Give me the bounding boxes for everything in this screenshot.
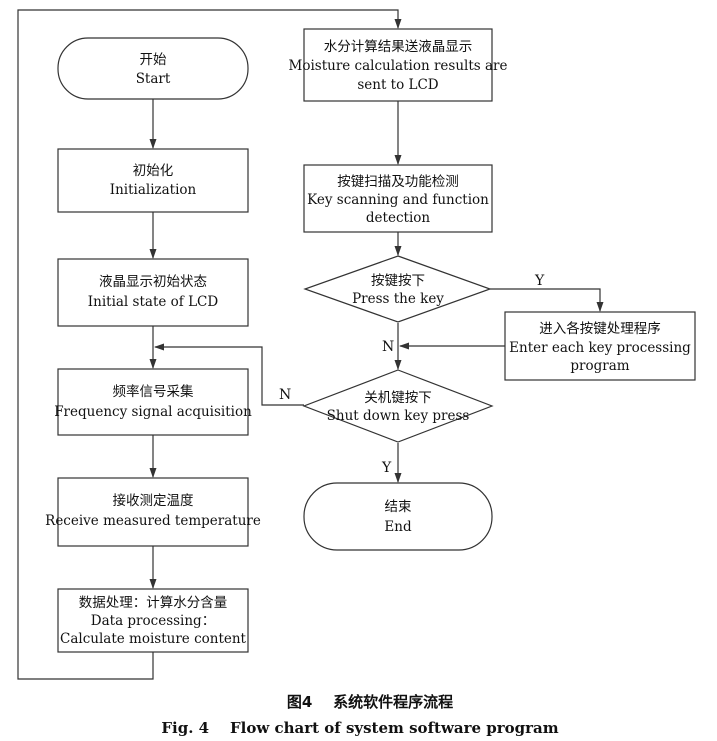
node-temp: 接收测定温度 Receive measured temperature (45, 477, 261, 547)
temp-label-cn: 接收测定温度 (113, 492, 194, 509)
lcd-result-label-en-2: sent to LCD (357, 77, 438, 93)
start-label-cn: 开始 (140, 52, 167, 68)
node-end: 结束 End (303, 482, 493, 551)
key-press-yes-label: Y (534, 273, 545, 289)
temp-label-en: Receive measured temperature (45, 513, 261, 529)
init-label-cn: 初始化 (133, 162, 174, 179)
shutdown-label-en: Shut down key press (327, 408, 470, 424)
freq-label-en: Frequency signal acquisition (54, 404, 252, 420)
end-label-en: End (384, 519, 412, 535)
key-scan-label-en-2: detection (366, 210, 430, 226)
data-label-en-1: Data processing： (91, 613, 215, 629)
lcd-init-label-en: Initial state of LCD (88, 294, 219, 310)
node-start: 开始 Start (57, 37, 249, 100)
node-shutdown-decision: 关机键按下 Shut down key press (302, 369, 494, 443)
node-key-proc: 进入各按键处理程序 Enter each key processing prog… (504, 311, 696, 381)
arrow-data-loop-to-lcd-result (17, 9, 402, 680)
data-label-en-2: Calculate moisture content (60, 631, 247, 647)
node-lcd-init: 液晶显示初始状态 Initial state of LCD (57, 258, 249, 327)
key-proc-label-en-1: Enter each key processing (509, 340, 691, 356)
node-key-press-decision: 按键按下 Press the key (303, 255, 492, 323)
lcd-init-label-cn: 液晶显示初始状态 (99, 273, 207, 290)
arrow-key-press-yes (490, 288, 604, 312)
freq-label-cn: 频率信号采集 (113, 383, 194, 400)
connectors (17, 9, 604, 680)
key-scan-label-en-1: Key scanning and function (307, 192, 489, 208)
node-lcd-result: 水分计算结果送液晶显示 Moisture calculation results… (289, 28, 508, 102)
key-press-label-en: Press the key (352, 291, 444, 307)
start-label-en: Start (136, 71, 171, 87)
figure-caption-en: Fig. 4 Flow chart of system software pro… (161, 719, 558, 737)
node-init: 初始化 Initialization (57, 148, 249, 213)
shutdown-no-label: N (279, 387, 291, 403)
key-scan-label-cn: 按键扫描及功能检测 (337, 174, 459, 190)
key-proc-label-cn: 进入各按键处理程序 (539, 321, 661, 337)
shutdown-yes-label: Y (381, 460, 392, 476)
node-key-scan: 按键扫描及功能检测 Key scanning and function dete… (303, 164, 493, 233)
key-proc-label-en-2: program (570, 358, 629, 374)
lcd-result-label-en-1: Moisture calculation results are (289, 58, 508, 74)
end-label-cn: 结束 (385, 499, 412, 515)
lcd-result-label-cn: 水分计算结果送液晶显示 (324, 39, 473, 55)
init-label-en: Initialization (110, 182, 197, 198)
shutdown-label-cn: 关机键按下 (364, 390, 432, 406)
node-freq: 频率信号采集 Frequency signal acquisition (54, 368, 252, 436)
node-data: 数据处理：计算水分含量 Data processing： Calculate m… (57, 588, 249, 653)
key-press-no-label: N (382, 339, 394, 355)
key-press-label-cn: 按键按下 (371, 273, 425, 289)
figure-caption-cn: 图4 系统软件程序流程 (287, 693, 453, 711)
arrow-shutdown-no (154, 343, 304, 406)
data-label-cn: 数据处理：计算水分含量 (79, 595, 228, 611)
